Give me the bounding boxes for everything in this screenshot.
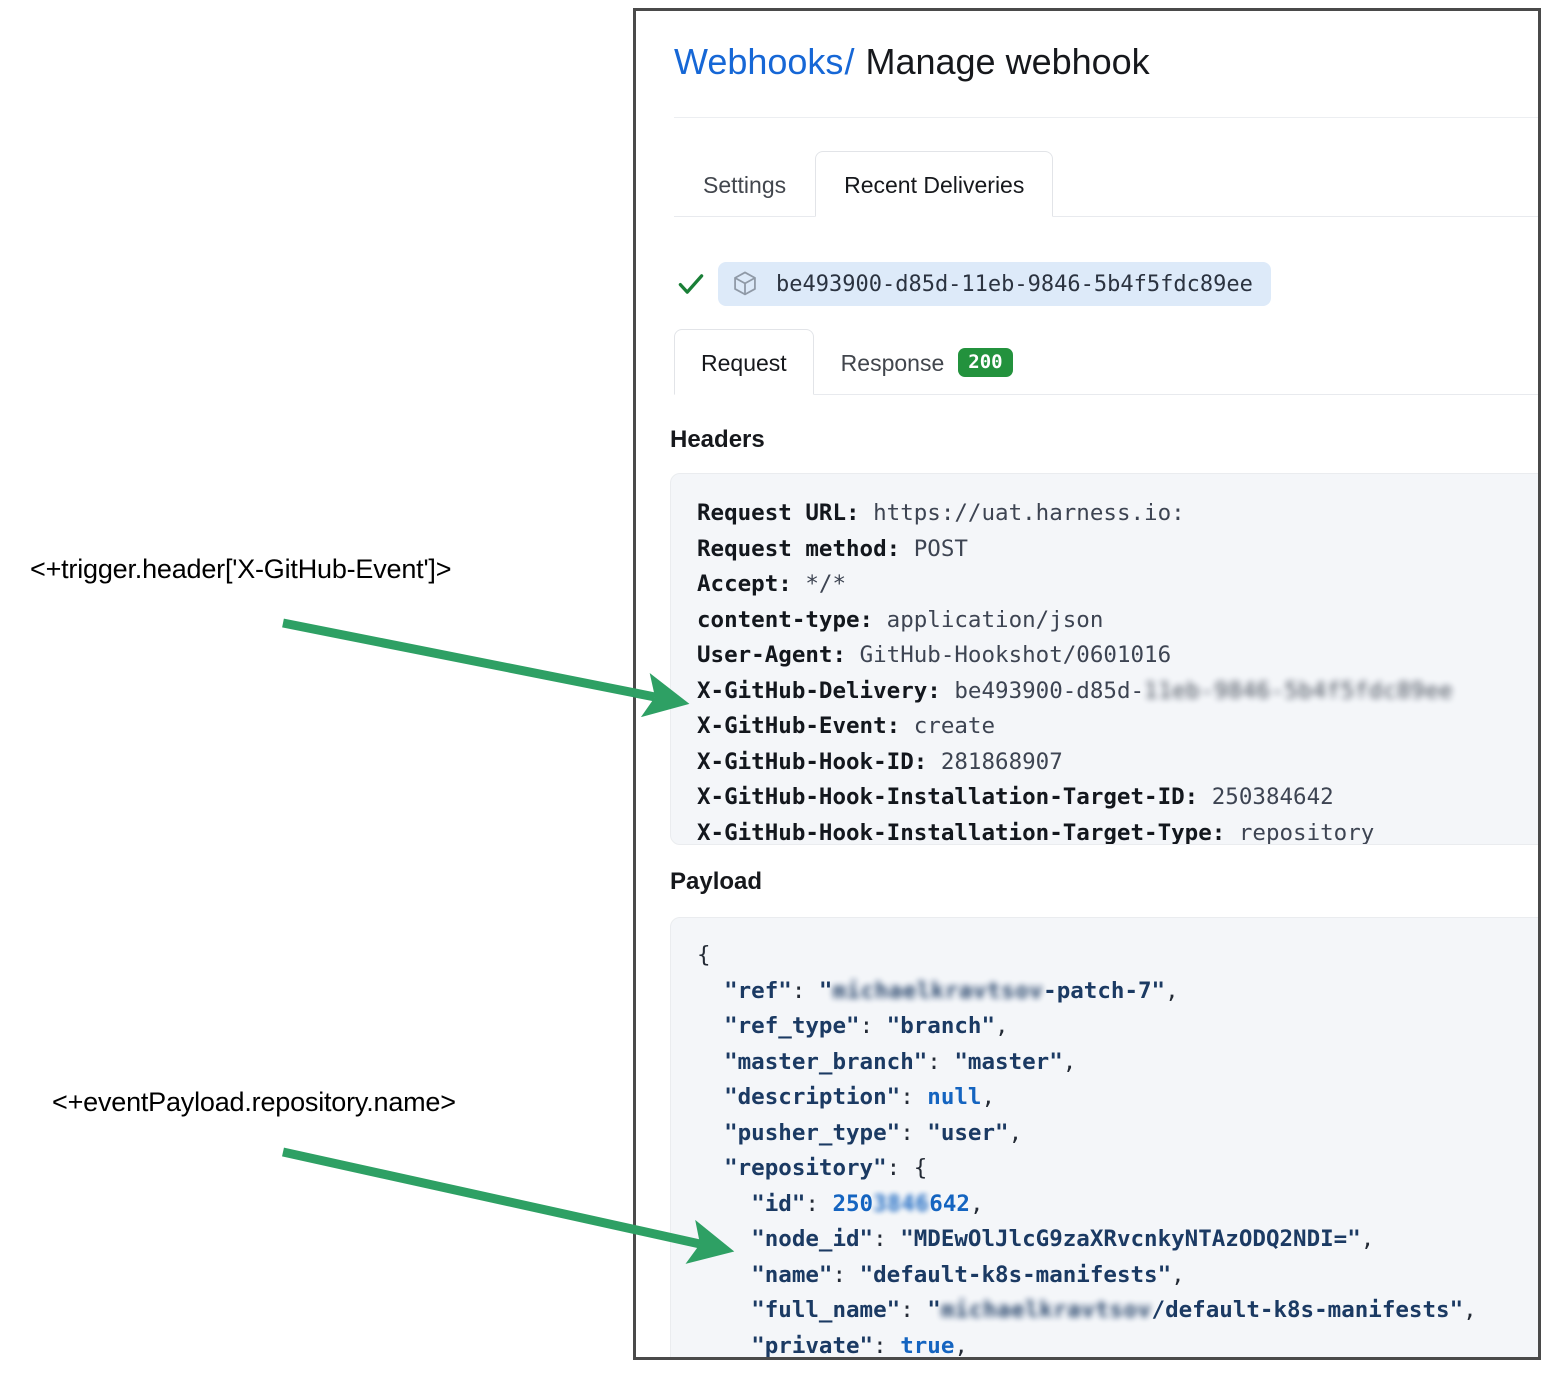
payload-value-suffix: 642 [929,1190,970,1217]
payload-line-full-name: "full_name": "michaelkravtsov/default-k8… [697,1293,1538,1329]
payload-key: "node_id" [751,1226,874,1252]
header-value: be493900-d85d- [954,677,1145,704]
payload-value: "branch" [886,1013,996,1039]
payload-line: "master_branch": "master", [724,1048,1077,1075]
tab-response-label: Response [840,349,945,376]
payload-key: "description" [724,1084,901,1110]
payload-value: /default-k8s-manifests [1151,1297,1450,1323]
header-key: X-GitHub-Hook-Installation-Target-Type: [697,819,1226,845]
payload-key: "full_name" [751,1297,901,1323]
payload-line: { [697,938,1538,974]
header-line-event: X-GitHub-Event: create [697,709,1538,745]
payload-brace: { [697,942,711,968]
payload-key: "ref_type" [724,1013,860,1039]
header-value: */* [805,571,847,597]
payload-code-block: { "ref": "michaelkravtsov-patch-7", "ref… [670,917,1538,1359]
annotation-label-event-payload: <+eventPayload.repository.name> [52,1087,456,1117]
breadcrumb: Webhooks/ Manage webhook [674,41,1150,82]
delivery-row[interactable]: be493900-d85d-11eb-9846-5b4f5fdc89ee [674,261,1271,307]
check-icon [674,267,708,301]
tab-settings[interactable]: Settings [703,172,787,198]
header-divider [674,117,1538,118]
tab-recent-deliveries[interactable]: Recent Deliveries [815,151,1054,217]
header-line: content-type: application/json [697,603,1538,639]
header-key: Accept: [697,571,792,597]
payload-value-prefix: 250 [832,1190,874,1217]
headers-heading: Headers [670,426,765,453]
payload-key: "master_branch" [724,1048,928,1075]
header-line: Request method: POST [697,532,1538,568]
payload-key: "pusher_type" [724,1119,901,1146]
top-level-tabs: Settings Recent Deliveries [674,151,1054,217]
payload-value: { [913,1155,928,1181]
header-key: User-Agent: [697,642,847,668]
header-value: repository [1238,819,1375,845]
header-line-delivery: X-GitHub-Delivery: be493900-d85d-11eb-98… [697,674,1538,710]
redacted-owner-login: michaelkravtsov [940,1297,1152,1323]
payload-line-name: "name": "default-k8s-manifests", [751,1261,1185,1288]
redacted-repo-id: 3846 [873,1190,930,1217]
payload-value: "default-k8s-manifests" [859,1261,1172,1288]
header-line: X-GitHub-Hook-Installation-Target-ID: 25… [697,780,1538,816]
breadcrumb-link-webhooks[interactable]: Webhooks [674,41,844,82]
payload-value: -patch-7 [1043,977,1152,1004]
header-key: X-GitHub-Hook-ID: [697,748,928,775]
payload-key: "id" [751,1190,806,1217]
redacted-delivery-suffix: 11eb-9846-5b4f5fdc89ee [1144,677,1454,704]
payload-line: "node_id": "MDEwOlJlcG9zaXRvcnkyNTAzODQ2… [751,1226,1375,1252]
top-level-tabs-underline [674,216,1538,217]
webhook-panel-inner: Webhooks/ Manage webhook Settings Recent… [636,11,1538,1359]
tab-request[interactable]: Request [674,329,814,395]
tab-response[interactable]: Response 200 [814,329,1040,395]
payload-key: "private" [751,1332,874,1359]
header-value: application/json [886,606,1104,633]
header-value: 281868907 [940,748,1063,775]
header-key: Request method: [697,535,901,562]
payload-line-ref: "ref": "michaelkravtsov-patch-7", [697,974,1538,1010]
payload-line: "repository": { [724,1155,928,1181]
status-badge: 200 [958,348,1013,377]
package-icon [732,271,758,297]
payload-line: "description": null, [724,1084,996,1110]
annotation-arrow-1 [282,618,690,718]
payload-key: "repository" [724,1155,887,1181]
delivery-id-pill[interactable]: be493900-d85d-11eb-9846-5b4f5fdc89ee [718,262,1271,306]
header-line: User-Agent: GitHub-Hookshot/0601016 [697,638,1538,674]
request-response-tabs-underline [674,394,1538,395]
annotation-label-trigger-header: <+trigger.header['X-GitHub-Event']> [30,554,452,584]
payload-value: "master" [954,1048,1063,1075]
breadcrumb-separator: / [844,41,855,82]
header-key: Request URL: [697,500,860,526]
payload-line: "pusher_type": "user", [724,1119,1023,1146]
webhook-panel: Webhooks/ Manage webhook Settings Recent… [633,8,1541,1360]
payload-key: "ref" [724,977,792,1004]
redacted-ref-owner: michaelkravtsov [832,977,1044,1004]
header-key: X-GitHub-Delivery: [697,677,941,704]
header-key: content-type: [697,606,874,633]
headers-code-block: Request URL: https://uat.harness.io: Req… [670,473,1538,845]
payload-value: "user" [927,1119,1009,1146]
payload-line: "private": true, [751,1332,968,1359]
header-value: POST [913,535,968,562]
payload-key: "name" [751,1261,833,1288]
header-key: X-GitHub-Event: [697,713,901,739]
header-line: X-GitHub-Hook-ID: 281868907 [697,745,1538,781]
header-value: https://uat.harness.io: [873,500,1185,526]
request-response-tabs: Request Response 200 [674,329,1040,395]
header-line: Request URL: https://uat.harness.io: [697,496,1538,532]
header-line: X-GitHub-Hook-Installation-Target-Type: … [697,816,1538,845]
payload-value: true [900,1332,955,1359]
header-line: Accept: */* [697,567,1538,603]
payload-line: "ref_type": "branch", [724,1013,1009,1039]
header-value: 250384642 [1211,784,1334,810]
header-key: X-GitHub-Hook-Installation-Target-ID: [697,784,1199,810]
header-value: GitHub-Hookshot/0601016 [859,642,1172,668]
page-title: Manage webhook [865,41,1150,82]
payload-value: "MDEwOlJlcG9zaXRvcnkyNTAzODQ2NDI=" [900,1226,1361,1252]
payload-line-id: "id": 2503846642, [697,1187,1538,1223]
payload-heading: Payload [670,868,763,895]
payload-value: null [927,1084,982,1110]
delivery-guid: be493900-d85d-11eb-9846-5b4f5fdc89ee [776,271,1253,297]
header-value: create [913,713,996,739]
